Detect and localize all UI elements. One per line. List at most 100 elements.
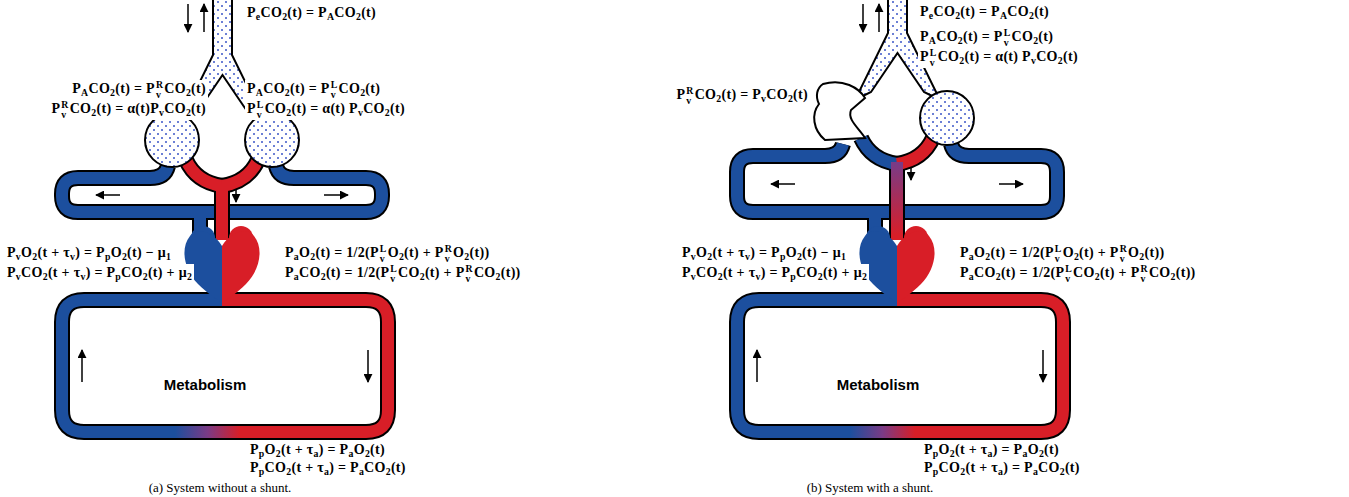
flow-arrow — [910, 168, 912, 180]
subscript: 2 — [32, 251, 37, 262]
subscript: 2 — [386, 466, 391, 477]
subscript: 2 — [276, 448, 281, 459]
subscript: 2 — [958, 35, 963, 46]
text-run: O — [453, 245, 464, 260]
subscript: 2 — [464, 251, 469, 262]
vessel-outline — [62, 166, 200, 240]
equation-label: PvCO2(t + τv) = PpCO2(t) + μ2 — [680, 264, 869, 282]
index-stack: vR — [156, 80, 163, 100]
text-run: (t) − μ — [127, 245, 166, 260]
subscript: a — [314, 448, 319, 459]
equation-label: PaCO2(t) = 1/2(PvLCO2(t) + PvRCO2(t)) — [958, 264, 1198, 284]
equation-label: PvCO2(t + τv) = PpCO2(t) + μ2 — [5, 264, 194, 282]
subscript: e — [256, 11, 261, 22]
superscript: L — [331, 80, 338, 90]
text-run: (t) — [1065, 460, 1080, 475]
blood-vessel — [880, 300, 1063, 432]
text-run: (t) — [370, 442, 385, 457]
text-run: (t) = α(t)P — [96, 101, 159, 116]
text-run: O — [1063, 245, 1074, 260]
subscript: 2 — [321, 271, 326, 282]
text-run: CO — [261, 5, 283, 20]
subscript: 2 — [356, 11, 361, 22]
text-run: ) = P — [319, 442, 349, 457]
text-run: (t + τ — [955, 442, 988, 457]
text-run: (t) = P — [287, 5, 327, 20]
text-run: ) = P — [329, 460, 359, 475]
text-run: (t) = P — [963, 29, 1003, 44]
equation-label: PACO2(t) = PvLCO2(t) — [918, 28, 1055, 48]
subscript: 2 — [716, 93, 721, 104]
region-label: Metabolism — [837, 376, 920, 393]
text-run: (t + τ — [37, 245, 70, 260]
index-stack: vL — [930, 48, 937, 68]
text-run: P — [960, 245, 969, 260]
subscript: 2 — [91, 107, 96, 118]
text-run: O — [939, 442, 950, 457]
airway — [180, 0, 265, 122]
flow-arrow — [1042, 350, 1044, 382]
subscript: 2 — [1058, 55, 1063, 66]
text-run: (t)) — [501, 265, 521, 280]
subscript: v — [445, 254, 452, 264]
text-run: CO — [936, 29, 958, 44]
subscript: 2 — [420, 271, 425, 282]
equation-label: PACO2(t) = PvLCO2(t) — [245, 80, 382, 100]
subscript: v — [1120, 254, 1127, 264]
text-run: CO — [696, 265, 718, 280]
equation-label: PeCO2(t) = PACO2(t) — [918, 3, 1051, 21]
subscript: 2 — [950, 448, 955, 459]
text-run: (t + τ — [712, 245, 745, 260]
text-run: CO — [164, 81, 186, 96]
text-run: CO — [21, 265, 43, 280]
subscript: v — [257, 110, 264, 120]
text-run: O — [388, 245, 399, 260]
index-stack: vR — [61, 100, 68, 120]
text-run: (t) = 1/2(P — [990, 245, 1053, 260]
subscript: v — [70, 251, 75, 262]
subscript: 1 — [841, 251, 846, 262]
subscript: 2 — [286, 466, 291, 477]
text-run: P — [924, 442, 933, 457]
subscript: v — [761, 93, 766, 104]
text-run: P — [285, 245, 294, 260]
lung — [145, 113, 199, 167]
text-run: (t) — [390, 101, 405, 116]
text-run: (t) = P — [721, 87, 761, 102]
subscript: p — [259, 448, 265, 459]
text-run: (t + τ — [281, 442, 314, 457]
text-run: (t) = 1/2(P — [1001, 265, 1064, 280]
text-run: P — [247, 101, 256, 116]
subscript: A — [1000, 10, 1007, 21]
text-run: P — [72, 81, 81, 96]
subscript: 2 — [718, 271, 723, 282]
metabolism-region: Metabolism — [829, 372, 928, 397]
subscript: 2 — [365, 448, 370, 459]
text-run: (t) + P — [1100, 265, 1140, 280]
text-run: P — [247, 5, 256, 20]
text-run: O — [354, 442, 365, 457]
equation-label: PpO2(t + τa) = PaO2(t) — [922, 441, 1061, 459]
text-run: O — [1128, 245, 1139, 260]
superscript: R — [61, 100, 68, 110]
flow-arrow — [999, 183, 1023, 185]
text-run: (t) = P — [960, 4, 1000, 19]
vessel-outline — [889, 162, 905, 240]
blood-vessel — [850, 426, 915, 438]
text-run: ) = P — [761, 265, 791, 280]
subscript: v — [80, 271, 85, 282]
text-run: P — [250, 442, 259, 457]
text-run: (t) = α(t) P — [292, 101, 358, 116]
subscript: a — [988, 448, 993, 459]
superscript: L — [257, 100, 264, 110]
equation-label: PvLCO2(t) = α(t) PvCO2(t) — [245, 100, 407, 120]
index-stack: vR — [466, 264, 473, 284]
subscript: 2 — [788, 93, 793, 104]
subscript: 2 — [360, 87, 365, 98]
subscript: A — [256, 87, 263, 98]
text-run: CO — [1149, 265, 1171, 280]
text-run: (t + τ — [965, 460, 998, 475]
text-run: (t) − μ — [802, 245, 841, 260]
subscript: v — [686, 96, 693, 106]
index-stack: vR — [1141, 264, 1148, 284]
